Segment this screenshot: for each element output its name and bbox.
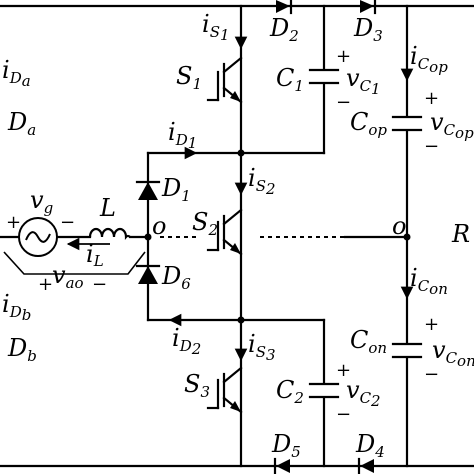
diode-D3 bbox=[360, 0, 377, 15]
label-S2: S2 bbox=[192, 208, 218, 239]
label-Db: Db bbox=[7, 334, 37, 365]
ac-source-vg bbox=[18, 217, 58, 257]
label-L: L bbox=[99, 194, 116, 222]
label-vCon: vCon bbox=[432, 336, 474, 370]
label-Con: Con bbox=[350, 326, 387, 357]
capacitor-C1 bbox=[308, 68, 340, 85]
vCon-minus: − bbox=[424, 364, 439, 385]
label-iDa: iDa bbox=[2, 56, 31, 90]
label-Ro: R bbox=[451, 220, 470, 248]
label-D5: D5 bbox=[271, 430, 301, 461]
label-o-left: o bbox=[152, 212, 166, 240]
vao-minus: − bbox=[92, 274, 107, 295]
vC1-plus: + bbox=[336, 46, 351, 67]
capacitor-Con bbox=[391, 342, 423, 359]
label-S1: S1 bbox=[176, 62, 202, 93]
vCon-plus: + bbox=[424, 314, 439, 335]
label-vC2: vC2 bbox=[346, 376, 381, 410]
label-iD1: iD1 bbox=[168, 118, 197, 152]
vao-bracket bbox=[3, 251, 146, 275]
label-iCop: iCop bbox=[410, 42, 448, 76]
diode-D5 bbox=[273, 457, 290, 474]
vC2-plus: + bbox=[336, 360, 351, 381]
label-vg: vg bbox=[30, 186, 53, 217]
label-iD2: iD2 bbox=[172, 324, 201, 358]
label-iS3: iS3 bbox=[248, 330, 276, 364]
diode-D2 bbox=[276, 0, 293, 15]
switch-S1 bbox=[206, 56, 243, 104]
label-D6: D6 bbox=[161, 262, 191, 293]
label-D2: D2 bbox=[269, 14, 299, 45]
diode-D4 bbox=[357, 457, 374, 474]
vg-minus: − bbox=[60, 212, 75, 233]
vCop-minus: − bbox=[424, 136, 439, 157]
label-D4: D4 bbox=[355, 430, 385, 461]
capacitor-Cop bbox=[391, 115, 423, 132]
vC2-minus: − bbox=[336, 404, 351, 425]
diode-D6 bbox=[135, 264, 161, 284]
vao-plus: + bbox=[38, 274, 53, 295]
label-iCon: iCon bbox=[410, 264, 448, 298]
junction-dots bbox=[144, 149, 411, 324]
switch-S2 bbox=[206, 208, 243, 256]
label-D1: D1 bbox=[161, 174, 191, 205]
label-Da: Da bbox=[7, 108, 36, 139]
inductor-L bbox=[88, 227, 131, 240]
vg-plus: + bbox=[6, 212, 21, 233]
label-S3: S3 bbox=[184, 370, 210, 401]
label-iS1: iS1 bbox=[202, 10, 230, 44]
label-Cop: Cop bbox=[350, 108, 387, 139]
label-vCop: vCop bbox=[430, 108, 474, 142]
switch-S3 bbox=[206, 366, 243, 414]
label-vao: vao bbox=[52, 261, 84, 292]
label-vC1: vC1 bbox=[346, 64, 381, 98]
label-C1: C1 bbox=[276, 64, 304, 95]
vCop-plus: + bbox=[424, 88, 439, 109]
label-iDb: iDb bbox=[2, 290, 31, 324]
label-iS2: iS2 bbox=[248, 164, 276, 198]
label-D3: D3 bbox=[353, 14, 383, 45]
label-o-right: o bbox=[392, 212, 406, 240]
vC1-minus: − bbox=[336, 92, 351, 113]
label-iL: iL bbox=[86, 240, 104, 270]
capacitor-C2 bbox=[308, 382, 340, 399]
diode-D1 bbox=[135, 180, 161, 200]
label-C2: C2 bbox=[276, 376, 304, 407]
